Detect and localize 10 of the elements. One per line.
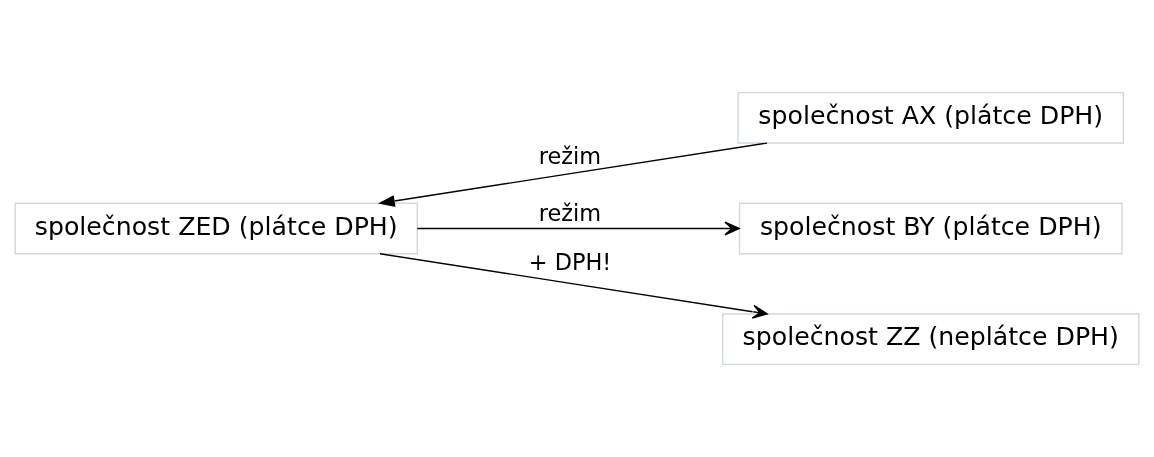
node-box: společnost AX (plátce DPH) (737, 91, 1125, 144)
edge-label: režim (538, 142, 602, 169)
node-box: společnost ZZ (neplátce DPH) (722, 313, 1140, 366)
arrow (377, 142, 768, 207)
node-box: společnost BY (plátce DPH) (738, 202, 1123, 255)
edge-label: + DPH! (528, 249, 612, 276)
arrow (416, 221, 740, 236)
arrow (379, 253, 768, 319)
node-box: společnost ZED (plátce DPH) (14, 202, 418, 255)
edge-label: režim (538, 200, 602, 227)
